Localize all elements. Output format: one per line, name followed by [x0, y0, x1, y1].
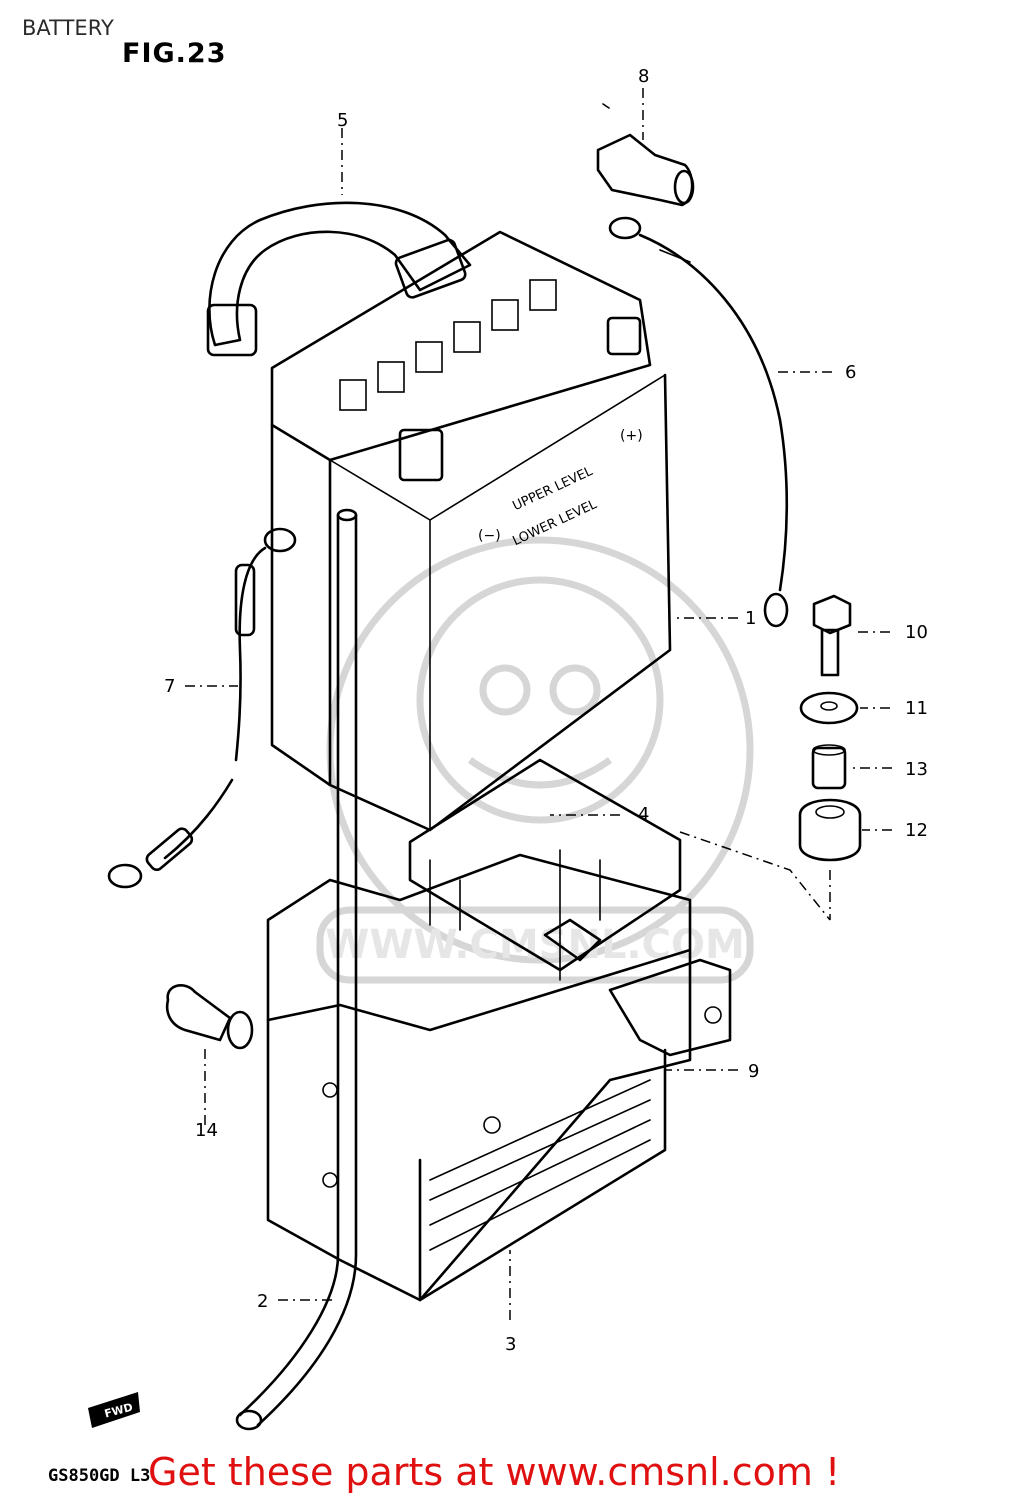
cmsnl-watermark: WWW.CMSNL.COM [316, 536, 754, 984]
part-9-mount-bracket [608, 958, 732, 1057]
plus-terminal-mark: (+) [620, 428, 643, 444]
callout-7: 7 [164, 676, 175, 697]
leader-lines [185, 88, 892, 1320]
callout-5: 5 [337, 110, 348, 131]
part-14-rubber-grommet [165, 984, 254, 1050]
callout-10: 10 [905, 622, 928, 643]
part-8-terminal-cover [596, 103, 695, 207]
callout-12: 12 [905, 820, 928, 841]
callout-11: 11 [905, 698, 928, 719]
part-7-negative-lead [107, 527, 297, 889]
figure-label: FIG.23 [122, 38, 227, 69]
part-12-cushion [798, 798, 862, 862]
callout-labels: 1 2 3 4 5 6 7 8 9 10 11 12 13 14 [164, 66, 928, 1355]
part-6-positive-lead [608, 216, 789, 628]
negative-terminal [398, 428, 444, 482]
callout-1: 1 [745, 608, 756, 629]
fwd-direction-marker: FWD [88, 1392, 140, 1428]
part-4-battery-cushion [408, 758, 682, 981]
positive-terminal [606, 316, 642, 356]
part-2-breather-hose [235, 508, 358, 1431]
callout-2: 2 [257, 1291, 268, 1312]
part-5-battery-band [206, 201, 472, 357]
watermark-text: WWW.CMSNL.COM [325, 922, 745, 968]
callout-3: 3 [505, 1334, 516, 1355]
part-3-battery-case [266, 853, 692, 1302]
callout-9: 9 [748, 1061, 759, 1082]
callout-8: 8 [638, 66, 649, 87]
callout-14: 14 [195, 1120, 218, 1141]
section-title: BATTERY [22, 16, 114, 40]
minus-terminal-mark: (−) [478, 528, 501, 544]
callout-6: 6 [845, 362, 856, 383]
part-13-collar [811, 744, 847, 790]
battery-cell-caps [339, 279, 557, 411]
model-code: GS850GD L3 [48, 1466, 151, 1486]
part-11-washer [799, 691, 859, 725]
callout-13: 13 [905, 759, 928, 780]
callout-4: 4 [638, 804, 649, 825]
promo-link[interactable]: Get these parts at www.cmsnl.com ! [148, 1450, 841, 1494]
part-10-bolt [812, 594, 852, 677]
